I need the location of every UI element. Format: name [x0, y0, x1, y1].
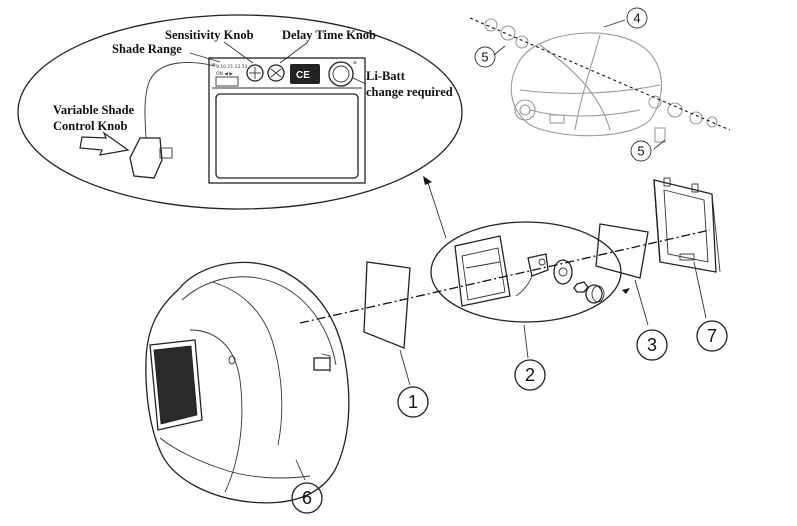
adf-cartridge-detail: 9 10 11 12 13 ON ◀ ▶ CE ⊕ ⊕	[208, 57, 366, 184]
sensitivity-knob	[246, 64, 264, 82]
adf-cartridge	[454, 235, 511, 307]
detail-ellipse	[17, 14, 463, 210]
callout-6: 6	[291, 482, 323, 514]
delay-time-knob-label: Delay Time Knob	[282, 28, 376, 42]
callout-2: 2	[514, 359, 546, 391]
sensitivity-knob-label: Sensitivity Knob	[165, 28, 254, 42]
callout-3: 3	[636, 329, 668, 361]
battery-icon	[328, 61, 354, 87]
variable-shade-label-line1: Variable Shade	[53, 103, 135, 117]
svg-text:7: 7	[707, 326, 717, 346]
front-cover-lens	[363, 261, 411, 349]
variable-shade-label-line2: Control Knob	[53, 119, 127, 133]
svg-text:ON ◀ ▶: ON ◀ ▶	[216, 71, 233, 77]
callout-5-top: 5	[474, 46, 496, 68]
svg-text:⊕: ⊕	[353, 61, 357, 66]
svg-text:1: 1	[408, 392, 418, 412]
variable-shade-knob-detail	[79, 62, 216, 179]
parts-ellipse	[430, 221, 622, 323]
assembly-axis	[299, 229, 711, 324]
svg-text:6: 6	[302, 488, 312, 508]
li-batt-label-line1: Li-Batt	[366, 69, 406, 83]
callout-1: 1	[397, 386, 429, 418]
svg-text:4: 4	[633, 11, 640, 26]
svg-text:3: 3	[647, 335, 657, 355]
svg-text:9 10 11 12 13: 9 10 11 12 13	[216, 64, 248, 70]
svg-text:5: 5	[637, 144, 644, 159]
inner-cover-lens	[595, 223, 649, 279]
svg-text:5: 5	[481, 50, 488, 65]
svg-text:CE: CE	[296, 70, 310, 81]
shade-range-label: Shade Range	[112, 42, 182, 56]
callout-5-bottom: 5	[630, 140, 652, 162]
parts-group-2	[430, 221, 622, 323]
svg-text:2: 2	[525, 365, 535, 385]
headgear-harness	[469, 17, 731, 150]
retaining-frame	[653, 177, 721, 273]
li-batt-label-line2: change required	[366, 85, 453, 99]
callout-4: 4	[626, 7, 648, 29]
detail-callout: 9 10 11 12 13 ON ◀ ▶ CE ⊕ ⊕	[17, 14, 463, 210]
callout-7: 7	[696, 320, 728, 352]
welding-helmet	[145, 261, 350, 504]
ce-mark	[290, 64, 320, 84]
delay-time-knob	[267, 64, 285, 82]
viewing-window	[149, 339, 203, 431]
